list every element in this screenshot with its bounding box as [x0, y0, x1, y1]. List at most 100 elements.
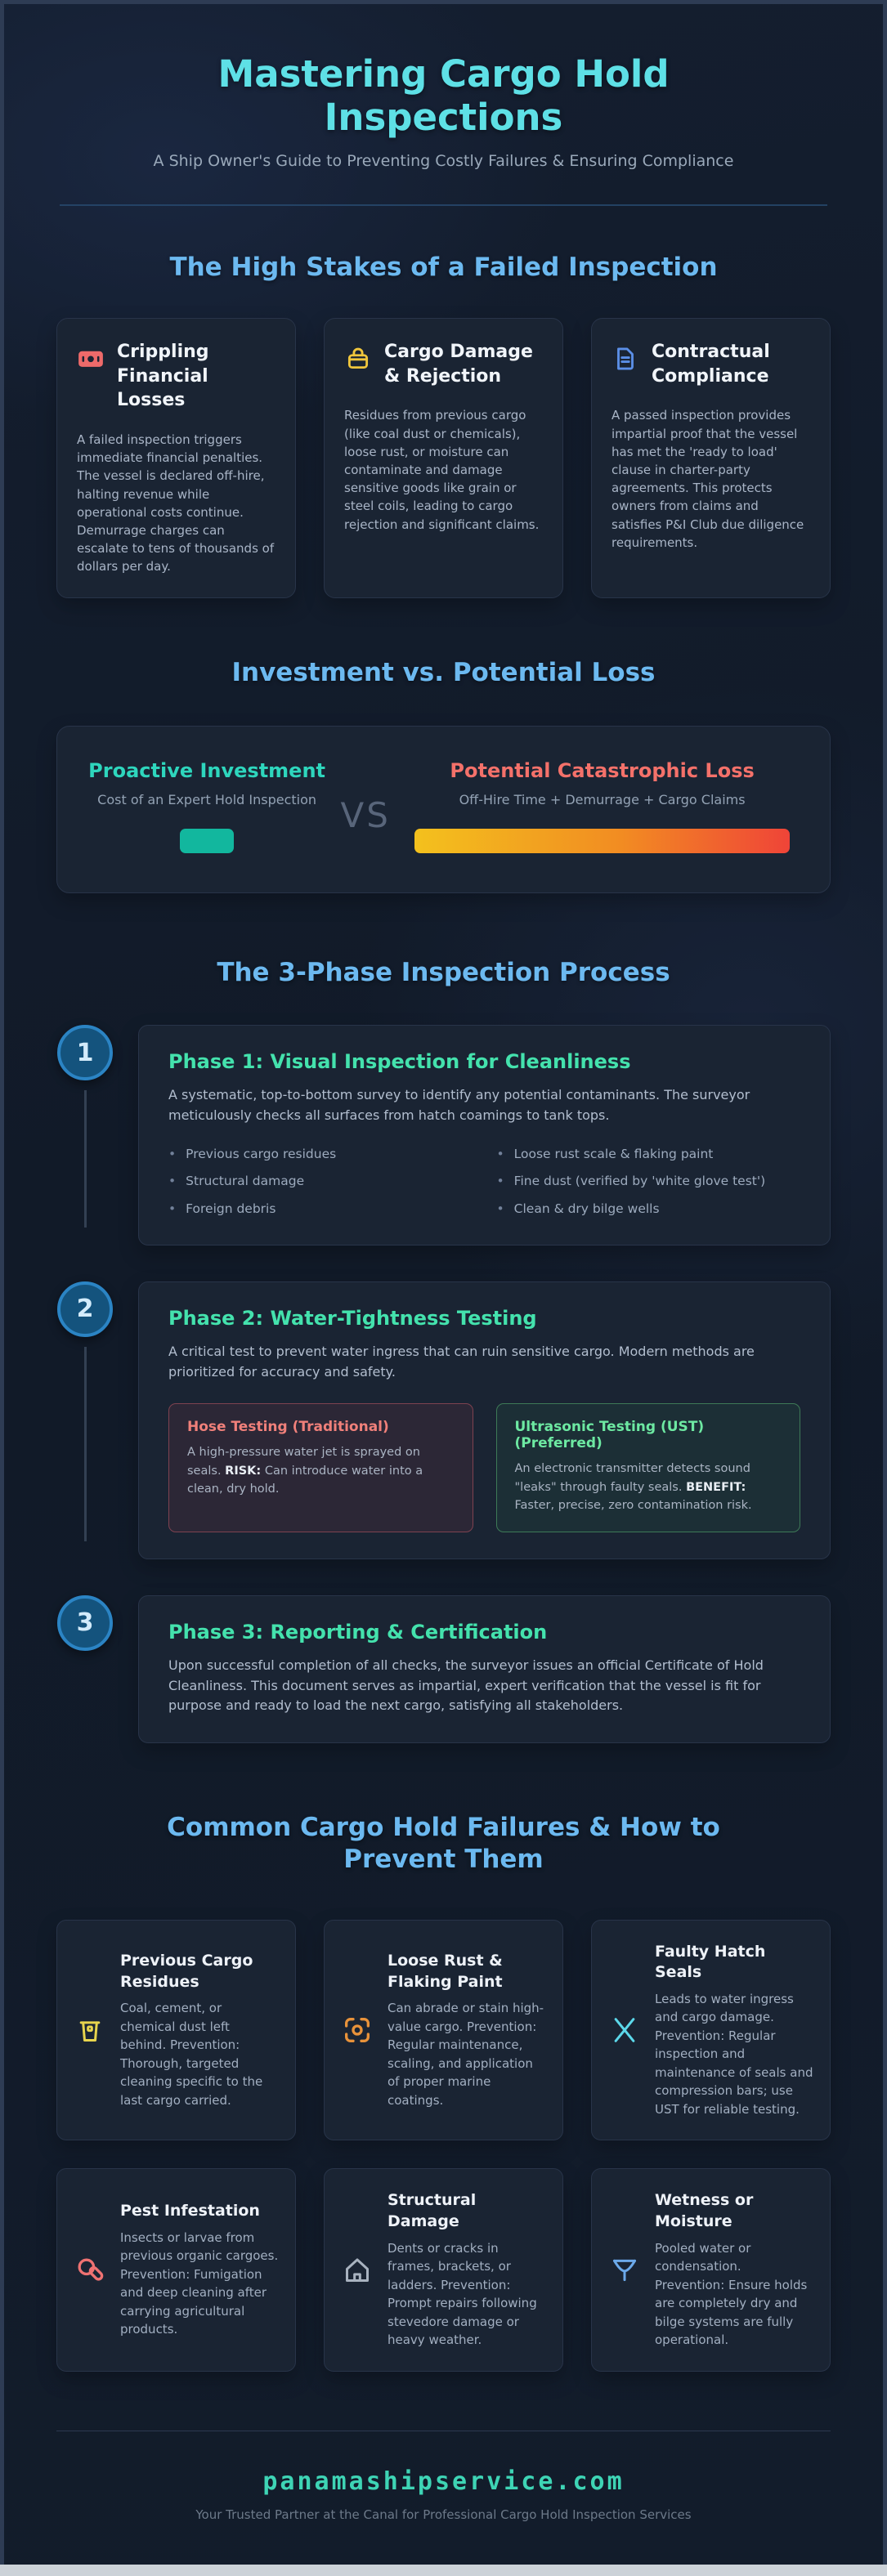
failure-title: Previous Cargo Residues [120, 1951, 253, 1991]
failure-card-faulty-hatch-seals: Faulty Hatch Seals Leads to water ingres… [591, 1919, 831, 2141]
benefit-label: BENEFIT: [686, 1480, 746, 1494]
house-icon [341, 2254, 374, 2287]
loss-gradient-bar [414, 829, 791, 854]
checklist-item-label: Structural damage [186, 1174, 305, 1189]
phase-rail: 2 [56, 1281, 114, 1559]
inspection-checklist: Previous cargo residues Loose rust scale… [168, 1146, 800, 1219]
proactive-investment-block: Proactive Investment Cost of an Expert H… [85, 759, 329, 854]
footer-domain-link[interactable]: panamashipservice.com [262, 2466, 625, 2496]
phase-title: Phase 3: Reporting & Certification [168, 1620, 548, 1644]
stake-card-body: A failed inspection triggers immediate f… [77, 432, 275, 575]
failures-heading: Common Cargo Hold Failures & How to Prev… [167, 1813, 720, 1874]
failure-card-wetness-moisture: Wetness or Moisture Pooled water or cond… [591, 2168, 831, 2372]
section-comparison: Investment vs. Potential Loss Proactive … [4, 657, 883, 894]
process-heading: The 3-Phase Inspection Process [217, 958, 670, 988]
method-body-text: Faster, precise, zero contamination risk… [514, 1499, 752, 1513]
stake-card-financial-losses: Crippling Financial Losses A failed insp… [56, 318, 296, 598]
method-body-text: Can introduce water into a clean, dry ho… [187, 1464, 423, 1496]
stakes-grid: Crippling Financial Losses A failed insp… [56, 318, 831, 598]
comparison-card: Proactive Investment Cost of an Expert H… [56, 726, 831, 894]
stake-card-header: Contractual Compliance [611, 340, 810, 388]
proactive-investment-caption: Cost of an Expert Hold Inspection [97, 792, 317, 808]
investment-bar [180, 829, 235, 854]
timeline-connector [83, 1090, 87, 1228]
phase-3-card: Phase 3: Reporting & Certification Upon … [138, 1594, 831, 1744]
phase-2-card: Phase 2: Water-Tightness Testing A criti… [138, 1281, 831, 1559]
page-subtitle: A Ship Owner's Guide to Preventing Costl… [153, 152, 734, 171]
stakes-heading: The High Stakes of a Failed Inspection [169, 253, 718, 283]
phase-body: A systematic, top-to-bottom survey to id… [168, 1087, 750, 1123]
failure-card-previous-cargo-residues: Previous Cargo Residues Coal, cement, or… [56, 1919, 296, 2141]
x-icon [608, 2014, 641, 2046]
catastrophic-loss-title: Potential Catastrophic Loss [450, 759, 755, 783]
checklist-item: Loose rust scale & flaking paint [497, 1146, 801, 1164]
ultrasonic-testing-card: Ultrasonic Testing (UST) (Preferred) An … [495, 1403, 800, 1532]
failure-card-content: Wetness or Moisture Pooled water or cond… [655, 2190, 813, 2349]
failure-card-content: Pest Infestation Insects or larvae from … [120, 2201, 279, 2339]
hose-testing-title: Hose Testing (Traditional) [187, 1419, 389, 1436]
method-body-text: An electronic transmitter detects sound … [514, 1462, 750, 1494]
failure-body: Pooled water or condensation. Prevention… [655, 2240, 808, 2348]
stake-card-header: Crippling Financial Losses [77, 340, 276, 413]
stake-card-title: Contractual Compliance [652, 342, 770, 387]
stake-card-cargo-damage: Cargo Damage & Rejection Residues from p… [324, 318, 563, 598]
checklist-item: Structural damage [168, 1173, 473, 1191]
phase-row-2: 2 Phase 2: Water-Tightness Testing A cri… [56, 1281, 831, 1559]
failure-title: Wetness or Moisture [655, 2191, 754, 2231]
pest-icon [74, 2254, 106, 2287]
checklist-item-label: Loose rust scale & flaking paint [513, 1146, 714, 1161]
cargo-bag-icon [344, 345, 372, 373]
failure-title: Loose Rust & Flaking Paint [388, 1951, 503, 1991]
catastrophic-loss-caption: Off-Hire Time + Demurrage + Cargo Claims [459, 792, 746, 808]
header-divider [60, 204, 827, 207]
checklist-item: Clean & dry bilge wells [497, 1201, 801, 1219]
checklist-item: Fine dust (verified by 'white glove test… [497, 1173, 801, 1191]
failure-title: Pest Infestation [120, 2202, 260, 2220]
failure-body: Dents or cracks in frames, brackets, or … [388, 2240, 537, 2348]
failure-body: Can abrade or stain high-value cargo. Pr… [388, 2001, 544, 2108]
phase-title: Phase 1: Visual Inspection for Cleanline… [168, 1050, 631, 1074]
footer: panamashipservice.com Your Trusted Partn… [4, 2430, 883, 2522]
stake-card-title: Cargo Damage & Rejection [384, 342, 533, 387]
infographic-page: Mastering Cargo Hold Inspections A Ship … [4, 4, 883, 2565]
stake-card-header: Cargo Damage & Rejection [344, 340, 543, 388]
failure-card-loose-rust: Loose Rust & Flaking Paint Can abrade or… [324, 1919, 563, 2141]
phase-number-badge: 2 [57, 1281, 113, 1337]
phase-number-badge: 1 [57, 1025, 113, 1081]
phase-row-3: 3 Phase 3: Reporting & Certification Upo… [56, 1594, 831, 1744]
footer-tagline: Your Trusted Partner at the Canal for Pr… [195, 2507, 692, 2522]
phase-rail: 3 [56, 1594, 114, 1743]
page-title: Mastering Cargo Hold Inspections [217, 52, 670, 139]
trash-icon [74, 2014, 106, 2046]
failure-body: Leads to water ingress and cargo damage.… [655, 1991, 813, 2117]
checklist-item: Foreign debris [168, 1201, 473, 1219]
failure-card-pest-infestation: Pest Infestation Insects or larvae from … [56, 2168, 296, 2372]
failure-card-content: Loose Rust & Flaking Paint Can abrade or… [388, 1951, 546, 2109]
funnel-icon [608, 2254, 641, 2287]
checklist-item-label: Foreign debris [186, 1201, 276, 1217]
proactive-investment-title: Proactive Investment [88, 759, 326, 783]
hose-testing-body: A high-pressure water jet is sprayed on … [187, 1443, 455, 1498]
failure-card-content: Previous Cargo Residues Coal, cement, or… [120, 1951, 279, 2109]
phase-row-1: 1 Phase 1: Visual Inspection for Cleanli… [56, 1025, 831, 1246]
stake-card-title: Crippling Financial Losses [117, 342, 209, 411]
failure-title: Structural Damage [388, 2191, 477, 2231]
phase-title: Phase 2: Water-Tightness Testing [168, 1306, 537, 1330]
checklist-item: Previous cargo residues [168, 1146, 473, 1164]
ultrasonic-testing-body: An electronic transmitter detects sound … [515, 1460, 782, 1514]
phase-body: Upon successful completion of all checks… [168, 1657, 764, 1714]
phase-1-card: Phase 1: Visual Inspection for Cleanline… [138, 1025, 831, 1246]
failure-title: Faulty Hatch Seals [655, 1942, 766, 1982]
catastrophic-loss-block: Potential Catastrophic Loss Off-Hire Tim… [402, 759, 802, 854]
comparison-heading: Investment vs. Potential Loss [231, 657, 656, 687]
focus-target-icon [341, 2014, 374, 2046]
phase-body: A critical test to prevent water ingress… [168, 1343, 755, 1380]
risk-label: RISK: [225, 1464, 262, 1478]
vs-label: VS [340, 795, 391, 836]
document-icon [611, 345, 639, 373]
window-bottom-edge [0, 2564, 887, 2576]
stake-card-contractual-compliance: Contractual Compliance A passed inspecti… [591, 318, 831, 598]
phase-rail: 1 [56, 1025, 114, 1246]
hose-testing-card: Hose Testing (Traditional) A high-pressu… [168, 1403, 473, 1532]
